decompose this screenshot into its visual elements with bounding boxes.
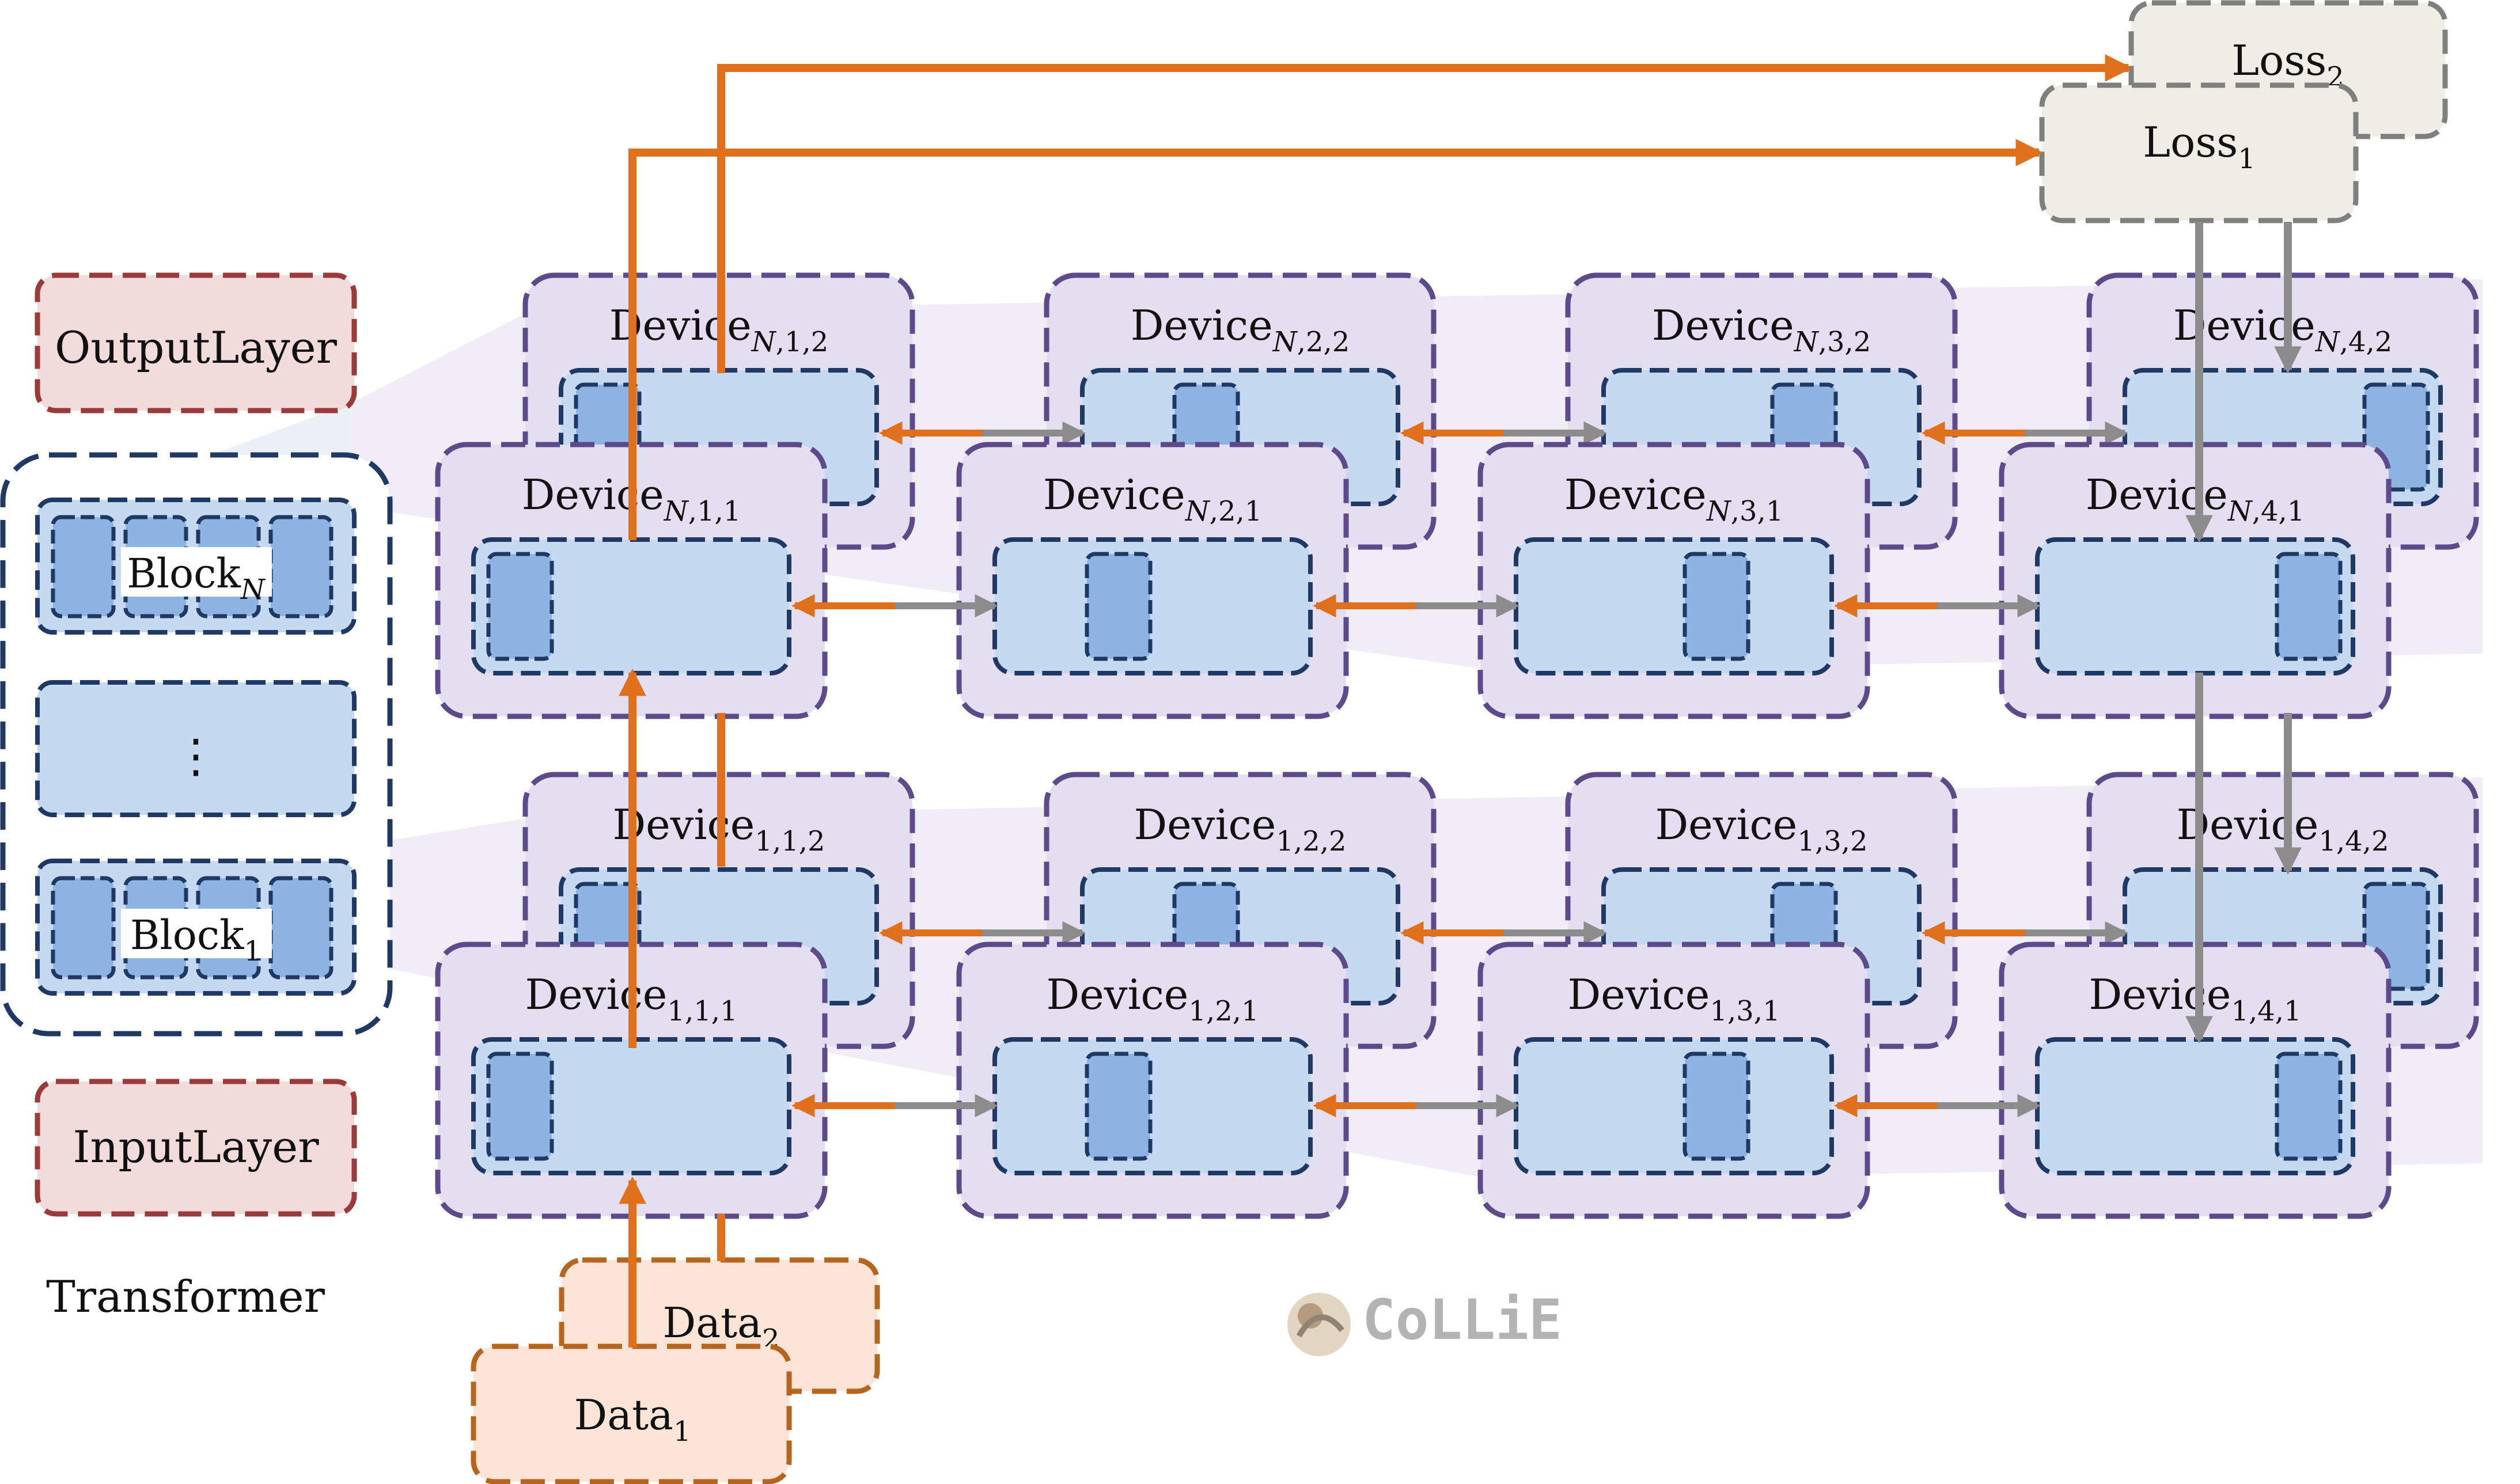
collie-watermark: CoLLiE <box>1287 1288 1562 1356</box>
lower-front-devices: Device1,1,1 Device1,2,1 Device1,3,1 Device1… <box>435 942 2392 1219</box>
input-layer-label: InputLayer <box>73 1121 319 1172</box>
device-chip <box>486 552 554 661</box>
loss-1-box: Loss1 <box>2039 82 2359 223</box>
device-inner-panel <box>1514 537 1834 675</box>
device-label: DeviceN,4,1 <box>2086 470 2305 527</box>
data-1-box: Data1 <box>471 1343 792 1484</box>
device-label: DeviceN,2,1 <box>1043 470 1263 527</box>
device-chip <box>1682 1052 1750 1161</box>
device-upper-front-4: DeviceN,4,1 <box>1999 442 2392 719</box>
device-label: Device1,4,1 <box>2089 970 2301 1027</box>
block-n-label: BlockN <box>127 550 266 606</box>
device-label: Device1,2,2 <box>1134 800 1346 857</box>
output-layer-label: OutputLayer <box>55 322 338 373</box>
device-chip <box>486 1052 554 1161</box>
device-lower-front-2: Device1,2,1 <box>956 942 1349 1219</box>
transformer-stack: OutputLayer BlockN ⋮ Block1 InputLayer <box>0 272 393 1322</box>
device-inner-panel <box>992 537 1313 675</box>
device-lower-front-4: Device1,4,1 <box>1999 942 2392 1219</box>
input-layer-box <box>35 1079 357 1217</box>
arrow-device-n12-to-loss2 <box>717 54 2133 373</box>
device-label: Device1,1,1 <box>525 970 737 1027</box>
output-layer-box <box>35 272 357 413</box>
ellipsis-label: ⋮ <box>173 729 219 783</box>
device-inner-panel <box>992 1037 1313 1175</box>
device-label: Device1,3,2 <box>1655 800 1867 857</box>
data-2-label: Data2 <box>662 1299 779 1356</box>
device-label: Device1,3,1 <box>1567 970 1780 1027</box>
arrow-device-n11-to-loss1 <box>628 139 2044 540</box>
device-label: DeviceN,3,2 <box>1652 301 1871 358</box>
device-label: DeviceN,1,1 <box>522 470 741 527</box>
device-upper-front-3: DeviceN,3,1 <box>1477 442 1870 719</box>
watermark-text: CoLLiE <box>1362 1288 1562 1352</box>
block-1-label: Block1 <box>130 912 262 967</box>
device-chip <box>1682 552 1750 661</box>
loss-2-label: Loss2 <box>2231 36 2344 93</box>
device-chip <box>1085 552 1153 661</box>
device-label: DeviceN,2,2 <box>1131 301 1350 358</box>
device-chip <box>2275 1052 2343 1161</box>
device-inner-panel <box>1514 1037 1834 1175</box>
device-lower-front-3: Device1,3,1 <box>1477 942 1870 1219</box>
device-chip <box>1085 1052 1153 1161</box>
data-1-label: Data1 <box>574 1391 691 1448</box>
transformer-caption: Transformer <box>46 1271 325 1322</box>
device-label: DeviceN,3,1 <box>1564 470 1784 527</box>
loss-1-label: Loss1 <box>2143 118 2256 175</box>
pipeline-arrows <box>619 54 2302 1348</box>
block-1: Block1 <box>35 859 357 996</box>
block-n: BlockN <box>35 498 357 635</box>
device-upper-front-2: DeviceN,2,1 <box>956 442 1349 719</box>
device-upper-front-1: DeviceN,1,1 <box>435 442 828 719</box>
device-label: Device1,2,1 <box>1046 970 1259 1027</box>
device-chip <box>2275 552 2343 661</box>
block-ellipsis: ⋮ <box>35 680 357 817</box>
